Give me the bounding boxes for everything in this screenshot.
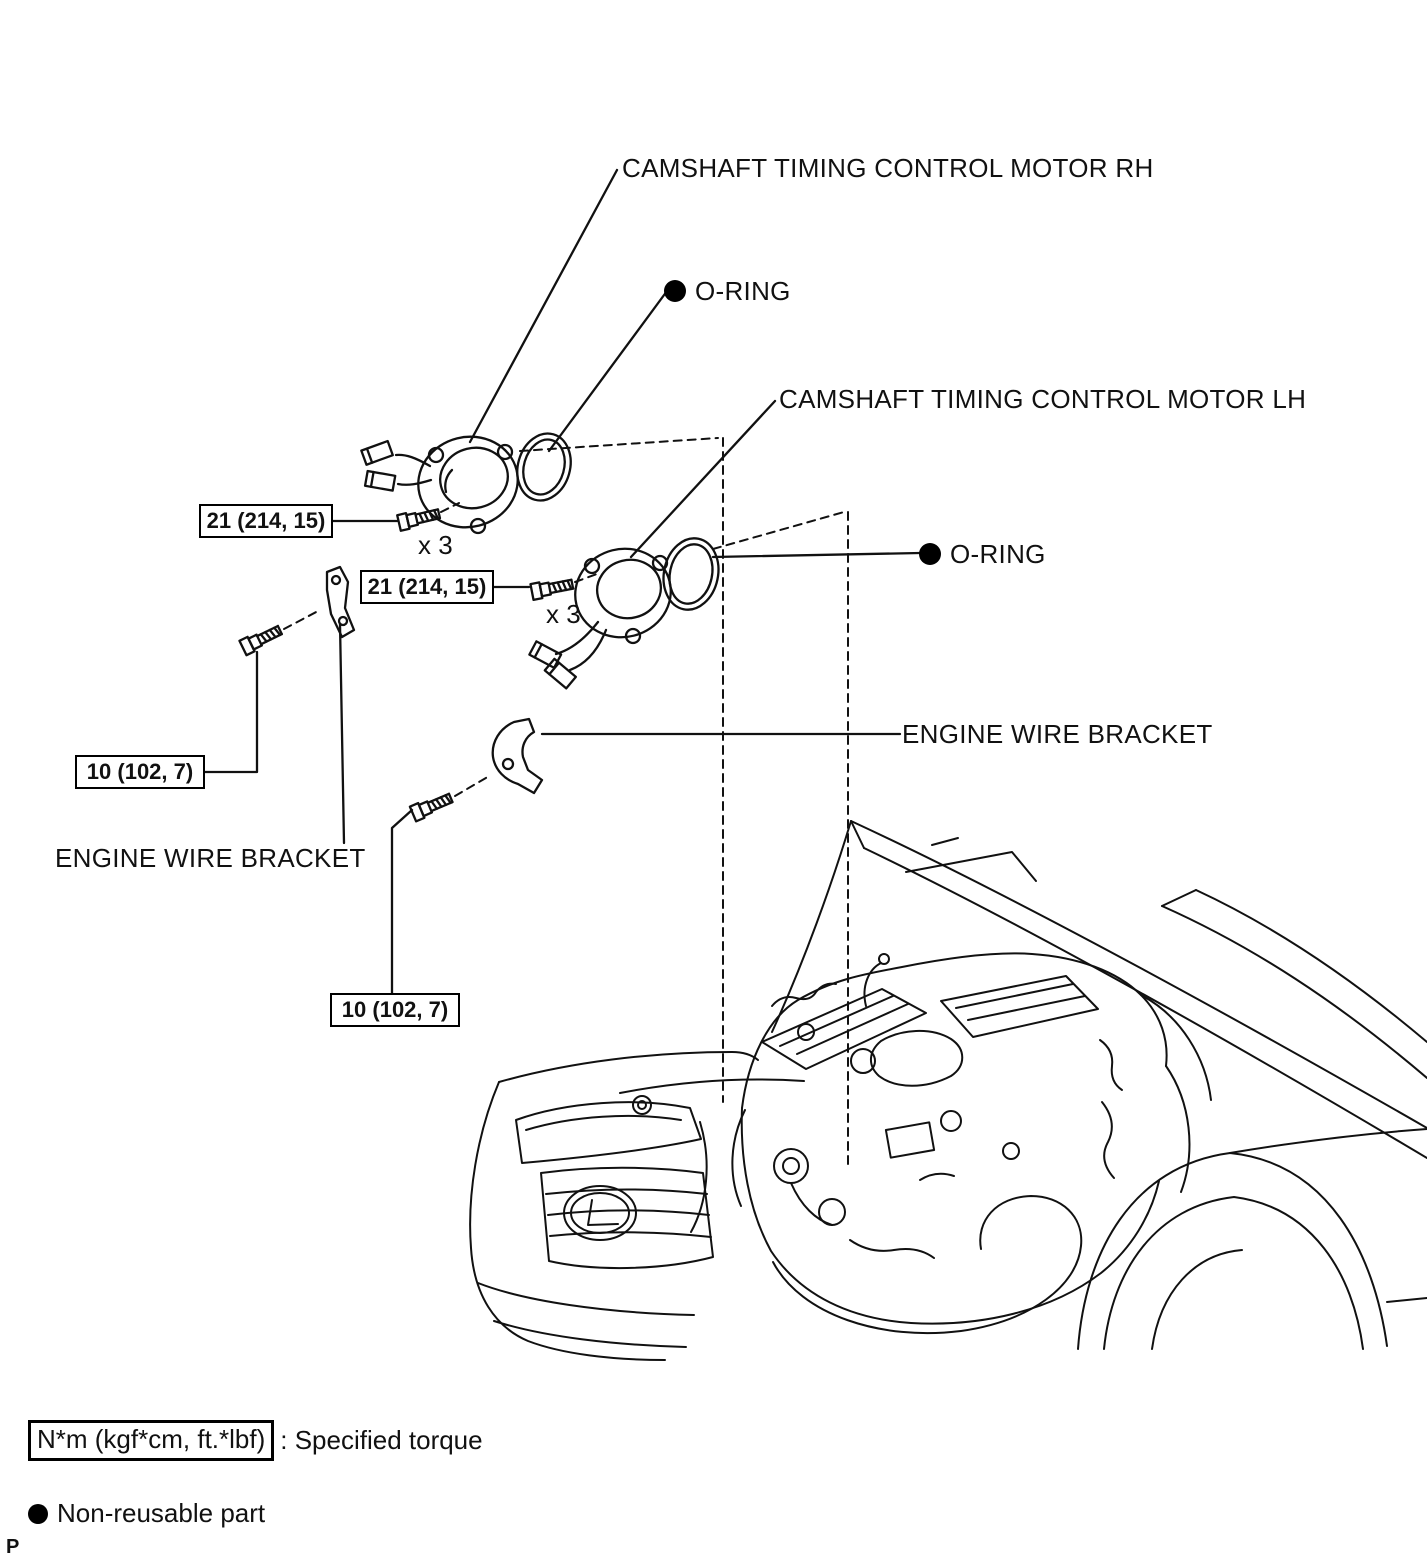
label-oring-lh-text: O-RING <box>950 539 1046 569</box>
o-ring-lh-part <box>662 537 720 611</box>
non-reusable-dot-icon <box>28 1503 48 1524</box>
torque-box-bracket-lower: 10 (102, 7) <box>330 993 460 1027</box>
legend-torque-text: : Specified torque <box>280 1425 483 1455</box>
vehicle-engine-bay-illustration <box>469 820 1427 1361</box>
bolt-motor-rh <box>396 504 442 532</box>
label-oring-rh-text: O-RING <box>695 276 791 306</box>
legend-non-reusable: Non-reusable part <box>28 1498 265 1529</box>
engine-wire-bracket-left-part <box>325 565 356 639</box>
label-oring-rh: O-RING <box>664 276 791 306</box>
torque-box-bracket-left: 10 (102, 7) <box>75 755 205 789</box>
label-engine-wire-bracket-right: ENGINE WIRE BRACKET <box>902 719 1213 749</box>
non-reusable-dot-icon <box>664 280 686 302</box>
engine-wire-bracket-lower-part <box>491 717 544 795</box>
label-oring-lh: O-RING <box>919 539 1046 569</box>
qty-motor-lh-bolts: x 3 <box>546 599 581 629</box>
projection-lines <box>283 437 849 1171</box>
legend-specified-torque: N*m (kgf*cm, ft.*lbf) : Specified torque <box>28 1420 483 1461</box>
label-camshaft-motor-rh: CAMSHAFT TIMING CONTROL MOTOR RH <box>622 153 1154 183</box>
torque-box-motor-rh: 21 (214, 15) <box>199 504 333 538</box>
legend-torque-unit-box: N*m (kgf*cm, ft.*lbf) <box>28 1420 275 1461</box>
non-reusable-dot-icon <box>919 543 941 565</box>
legend-non-reusable-text: Non-reusable part <box>57 1498 266 1528</box>
bolt-bracket-lower <box>408 789 456 823</box>
camshaft-timing-control-motor-rh-part <box>360 435 519 535</box>
o-ring-rh-part <box>516 432 572 502</box>
qty-motor-rh-bolts: x 3 <box>418 530 453 560</box>
page-marker: P <box>6 1536 20 1558</box>
label-camshaft-motor-lh: CAMSHAFT TIMING CONTROL MOTOR LH <box>779 384 1307 414</box>
label-engine-wire-bracket-left: ENGINE WIRE BRACKET <box>55 843 366 873</box>
bolt-motor-lh <box>529 575 575 602</box>
bolt-bracket-left <box>238 621 285 657</box>
torque-box-motor-lh: 21 (214, 15) <box>360 570 494 604</box>
leader-lines <box>203 168 922 995</box>
